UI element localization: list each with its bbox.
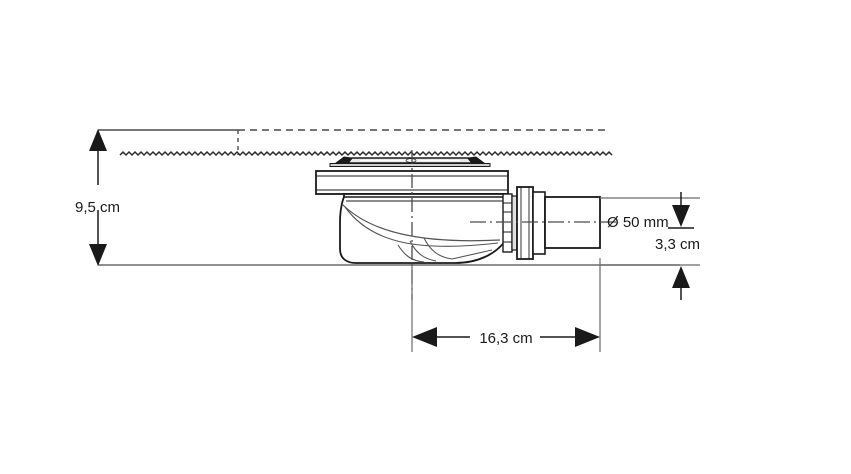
dim-label-outlet-height: 3,3 cm <box>655 236 700 253</box>
dimension-height-overall: 9,5 cm <box>75 129 120 266</box>
grate-gasket <box>329 163 491 167</box>
outlet-shoulder <box>532 191 546 255</box>
trap-internal-detail-b <box>409 240 437 262</box>
floor-reference-lines <box>98 129 607 155</box>
dim-label-outlet-diameter: Ø 50 mm <box>607 214 669 231</box>
outlet-collar-nut <box>516 186 534 260</box>
trap-baffle-curve-upper <box>341 203 501 242</box>
drain-grate-plate <box>329 156 491 167</box>
dim-163-arrow-right-icon <box>575 327 600 347</box>
dimension-outlet-height: 3,3 cm <box>600 192 700 300</box>
trap-internal-detail-c <box>423 237 453 260</box>
dim-33-arrow-down-icon <box>672 205 690 227</box>
dim-33-arrow-up-icon <box>672 266 690 288</box>
dimension-outlet-diameter: Ø 50 mm <box>607 214 669 231</box>
screed-hatch-line <box>119 150 613 157</box>
trap-internal-detail-a <box>397 244 425 263</box>
dim-95-arrow-up-icon <box>89 129 107 151</box>
dim-163-arrow-left-icon <box>412 327 437 347</box>
dimension-outlet-length: 16,3 cm <box>411 258 601 352</box>
dim-95-arrow-down-icon <box>89 244 107 266</box>
outlet-assembly <box>502 186 601 260</box>
grate-center-notch <box>405 158 417 163</box>
dim-label-height-overall: 9,5 cm <box>75 199 120 216</box>
trap-internal-detail-d <box>451 249 493 260</box>
dim-label-outlet-length: 16,3 cm <box>479 330 532 347</box>
outlet-pipe-stub <box>544 196 601 249</box>
screed-wavy-path <box>119 150 613 157</box>
trap-baffle-curve-lower <box>344 206 499 247</box>
trap-body <box>339 193 508 264</box>
